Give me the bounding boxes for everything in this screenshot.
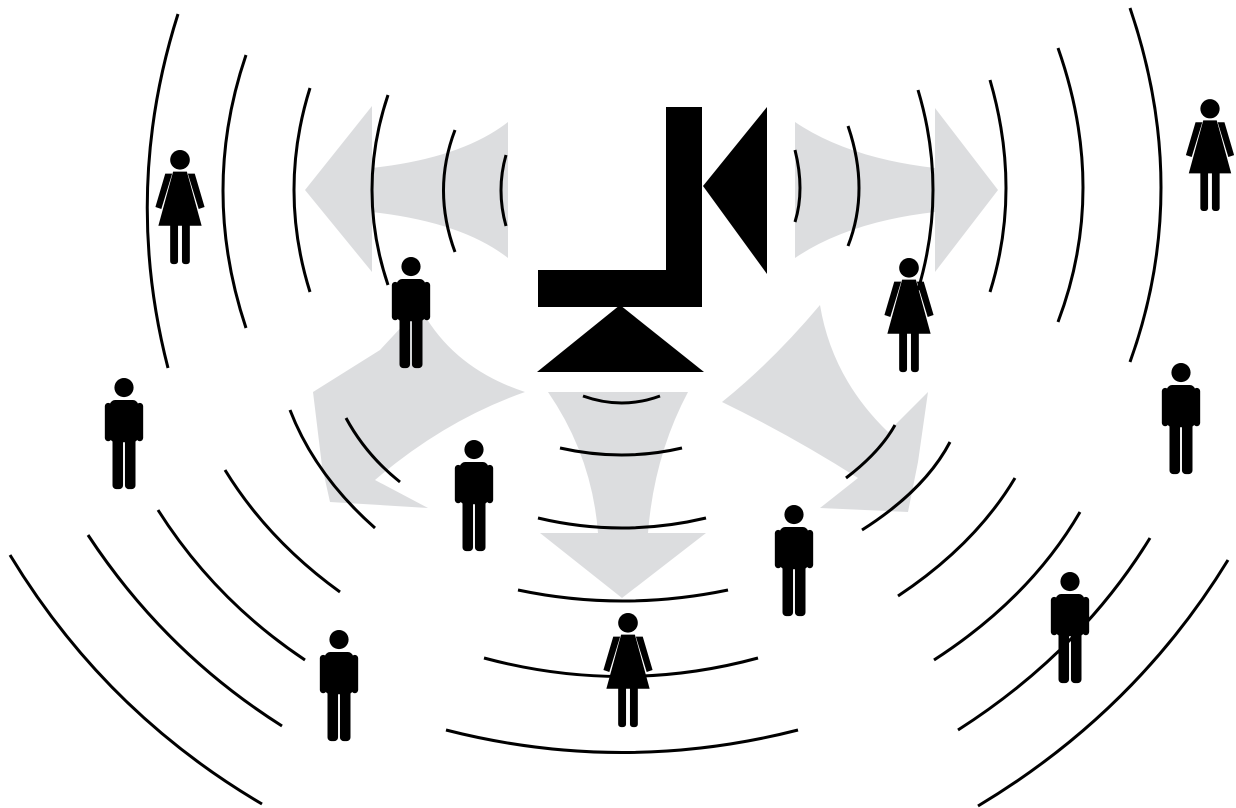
man-icon [775, 505, 813, 616]
wave-lowerright-3 [898, 478, 1015, 596]
man-icon [1051, 572, 1089, 683]
wave-bottom-6 [446, 730, 798, 753]
wave-lowerleft-4 [158, 510, 305, 660]
man-icon [320, 630, 358, 741]
woman-icon [603, 613, 652, 727]
woman-icon [1186, 99, 1234, 211]
speaker-icon [537, 107, 767, 372]
arrow-down [540, 392, 706, 598]
wave-right-6 [1130, 8, 1161, 362]
man-icon [105, 378, 143, 489]
wave-lowerleft-5 [88, 535, 282, 726]
woman-icon [884, 258, 933, 372]
arrow-right [795, 108, 998, 272]
arrow-down-right [722, 305, 928, 512]
wave-lowerleft-3 [225, 470, 340, 592]
woman-icon [155, 150, 204, 264]
man-icon [455, 440, 493, 551]
man-icon [1162, 363, 1200, 474]
arrow-left [305, 106, 508, 272]
wave-left-5 [223, 55, 246, 328]
wave-right-5 [1058, 48, 1083, 322]
wave-lowerright-4 [934, 512, 1080, 660]
